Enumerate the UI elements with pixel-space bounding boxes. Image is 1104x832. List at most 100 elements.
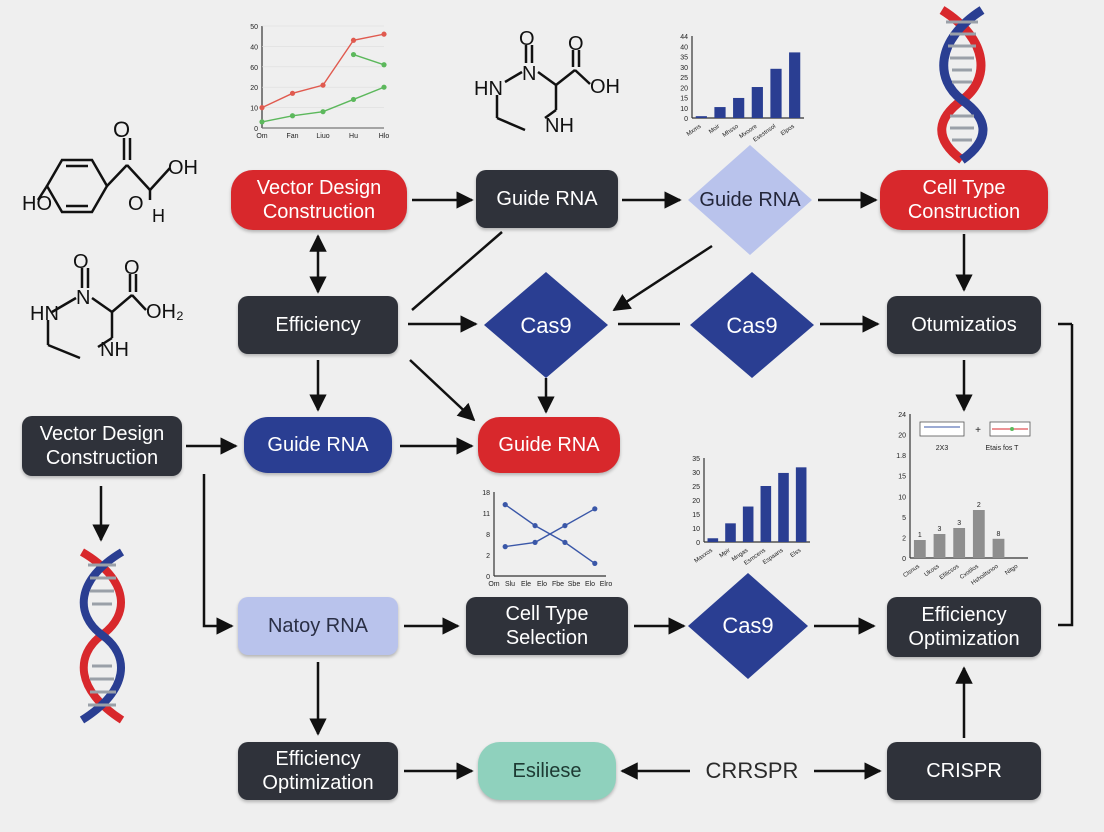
mol2-o2-label: O (124, 257, 140, 279)
mol1-h-label: H (152, 206, 165, 226)
chart-series-line (504, 504, 596, 564)
chart-point (259, 119, 265, 125)
chart-y-tick-label: 30 (680, 65, 688, 72)
chart-data-label: 3 (957, 520, 961, 527)
connector-arrows (92, 191, 1074, 780)
chart-y-tick-label: 40 (250, 44, 258, 51)
chart-y-tick-label: 35 (680, 55, 688, 62)
chart-y-tick-label: 50 (250, 24, 258, 31)
chart-y-tick-label: 24 (898, 412, 906, 419)
molecule-structure-1 (36, 138, 171, 214)
chart-y-tick-label: 10 (692, 526, 700, 533)
chart-y-tick-label: 25 (692, 484, 700, 491)
chart-legend-plus: + (975, 425, 981, 436)
mol2-oh-label: OH₂ (146, 301, 184, 323)
chart-y-tick-label: 25 (680, 75, 688, 82)
mol1-o2-label: O (128, 193, 144, 215)
diamond-cas9-mid-left[interactable] (484, 272, 608, 378)
chart-x-tick-label: Mxms (686, 124, 703, 138)
label-crrspr: CRRSPR (705, 758, 799, 783)
chart-bar (933, 534, 946, 558)
chart-y-tick-label: 0 (486, 574, 490, 581)
mol3-oh-label: OH (590, 76, 620, 98)
node-efficiency-opt-right[interactable]: Efficiency Optimization (887, 597, 1041, 657)
chart-bar (742, 506, 754, 542)
chart-bar (789, 52, 801, 118)
mol1-o-label: O (113, 117, 130, 142)
chart-point (381, 84, 387, 90)
diamond-guide-rna-top[interactable] (688, 145, 812, 255)
node-vector-design-top[interactable]: Vector Design Construction (231, 170, 407, 230)
chart-bar (760, 486, 772, 542)
node-cell-type-selection[interactable]: Cell Type Selection (466, 597, 628, 655)
chart-bar (972, 510, 985, 558)
chart-x-tick-label: Hu (349, 133, 358, 140)
chart-y-tick-label: 10 (680, 106, 688, 113)
mol2-hn-label: HN (30, 303, 59, 325)
node-vector-design-left[interactable]: Vector Design Construction (22, 416, 182, 476)
chart-y-tick-label: 0 (696, 540, 700, 547)
mol2-nh-label: NH (100, 339, 129, 361)
node-efficiency-mid[interactable]: Efficiency (238, 296, 398, 354)
node-guide-rna-red[interactable]: Guide RNA (478, 417, 620, 473)
chart-y-tick-label: 40 (680, 44, 688, 51)
chart-x-tick-label: Clsnus (903, 564, 921, 579)
chart-y-tick-label: 10 (898, 494, 906, 501)
chart-bar (751, 87, 763, 118)
chart-x-tick-label: Efilicsos (939, 564, 960, 582)
chart-point (532, 523, 538, 529)
label-cas9-mid-right: Cas9 (726, 313, 778, 338)
node-crispr[interactable]: CRISPR (887, 742, 1041, 800)
chart-bar (695, 116, 707, 118)
chart-data-label: 1 (918, 532, 922, 539)
chart-point (320, 109, 326, 115)
diamond-cas9-mid-right[interactable] (690, 272, 814, 378)
chart-x-tick-label: Ele (521, 581, 531, 588)
node-efficiency-opt-bottom[interactable]: Efficiency Optimization (238, 742, 398, 800)
chart-bar (992, 538, 1005, 558)
chart-x-tick-label: Elro (600, 581, 613, 588)
chart-bar (707, 538, 719, 542)
mol3-nh-label: NH (545, 115, 574, 137)
chart-point (562, 539, 568, 546)
chart-y-tick-label: 0 (254, 126, 258, 133)
chart-bar (953, 528, 966, 558)
chart-y-tick-label: 30 (692, 470, 700, 477)
chart-x-tick-label: Elo (585, 581, 595, 588)
chart-y-tick-label: 0 (684, 116, 688, 123)
chart-point (289, 90, 296, 96)
chart-series-line (261, 86, 385, 123)
chart-data-label: 8 (997, 531, 1001, 538)
mol3-o2-label: O (568, 33, 584, 55)
chart-bar (770, 68, 782, 118)
node-guide-rna-blue[interactable]: Guide RNA (244, 417, 392, 473)
mol2-n-label: N (76, 287, 90, 309)
chart-data-label: 3 (938, 526, 942, 533)
chart-point (350, 37, 357, 43)
node-otumizatios[interactable]: Otumizatios (887, 296, 1041, 354)
node-esiliese[interactable]: Esiliese (478, 742, 616, 800)
chart-legend-box (919, 421, 965, 437)
chart-bar (725, 523, 736, 542)
node-cell-type-top[interactable]: Cell Type Construction (880, 170, 1048, 230)
node-guide-rna-top[interactable]: Guide RNA (476, 170, 618, 228)
chart-bar (795, 467, 807, 542)
chart-point (381, 31, 387, 37)
chart-x-tick-label: Moir (708, 124, 721, 136)
chart-legend-label: Etais fos T (986, 445, 1020, 452)
chart-x-tick-label: Elo (537, 581, 547, 588)
chart-y-tick-label: 18 (482, 490, 490, 497)
chart-y-tick-label: 0 (902, 556, 906, 563)
chart-bar (733, 97, 745, 118)
chart-y-tick-label: 10 (250, 106, 258, 113)
label-cas9-mid-left: Cas9 (520, 313, 572, 338)
diamond-cas9-bottom[interactable] (688, 573, 808, 679)
chart-y-tick-label: 35 (692, 456, 700, 463)
node-natoy-rna[interactable]: Natoy RNA (238, 597, 398, 655)
molecule-structure-3 (495, 45, 591, 132)
chart-x-tick-label: Fbe (552, 581, 564, 588)
